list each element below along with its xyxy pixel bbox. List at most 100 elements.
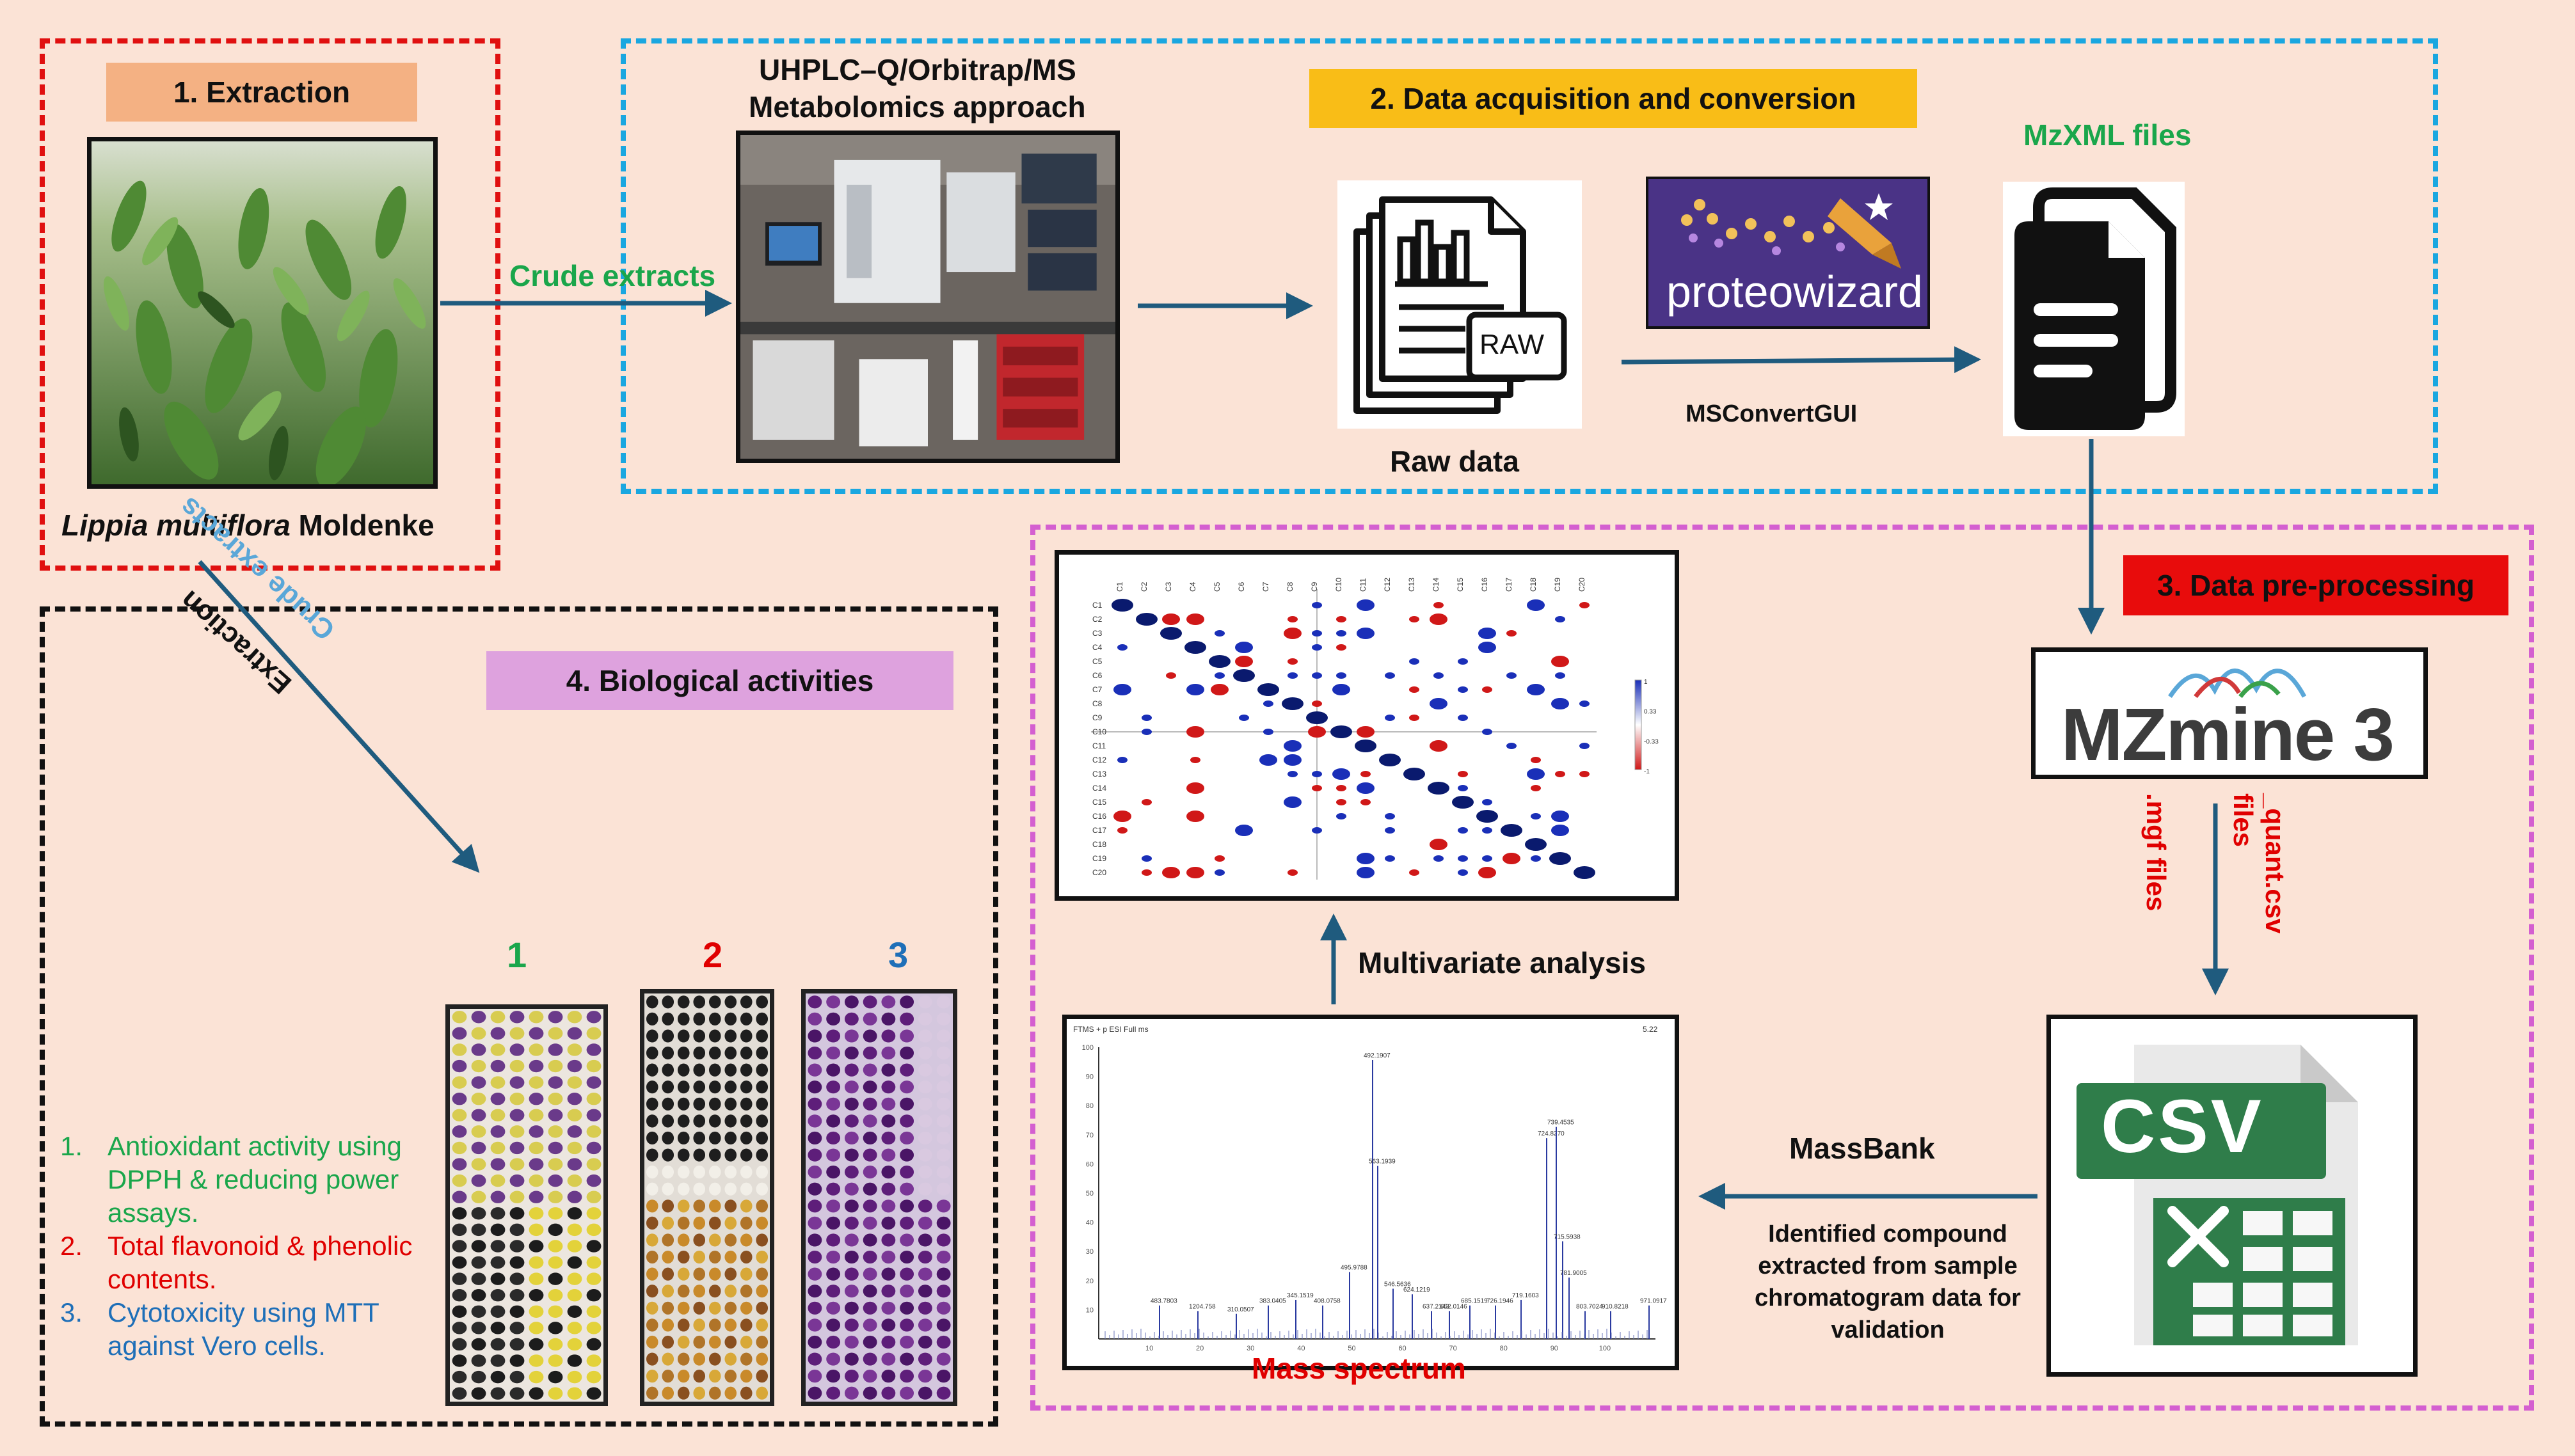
- plate-well: [567, 1011, 582, 1024]
- plate-well: [936, 1114, 951, 1128]
- plate-well: [471, 1092, 486, 1105]
- plate-well: [808, 1352, 822, 1366]
- plate-well: [677, 1335, 690, 1349]
- plate-well: [740, 995, 753, 1009]
- plate-well: [509, 1059, 525, 1073]
- corr-cell: [1288, 869, 1298, 876]
- plate-well: [646, 1285, 658, 1298]
- plate-well: [724, 1097, 737, 1111]
- plate-well: [936, 1267, 951, 1281]
- plate-well: [918, 1148, 932, 1162]
- corr-cell: [1166, 672, 1176, 679]
- plate-well: [881, 1250, 896, 1264]
- corr-cell: [1284, 628, 1302, 639]
- plate-well: [708, 1386, 721, 1400]
- plate-well: [586, 1027, 602, 1040]
- plate-well: [567, 1240, 582, 1253]
- plate-well: [529, 1141, 544, 1155]
- corr-cell: [1430, 613, 1447, 625]
- plant-photo: [87, 137, 438, 489]
- ms-peak-label: 739.4535: [1547, 1120, 1574, 1127]
- plate-well: [452, 1158, 467, 1171]
- plate-well: [452, 1043, 467, 1056]
- plate-well: [863, 1370, 877, 1383]
- plate-well: [900, 1029, 914, 1043]
- plate-well: [708, 1148, 721, 1162]
- plate-well: [708, 1182, 721, 1196]
- ms-peak-label: 310.0507: [1227, 1306, 1254, 1313]
- corr-cell: [1330, 725, 1352, 738]
- plate-well: [529, 1043, 544, 1056]
- plate-well: [808, 1080, 822, 1094]
- plate-well: [677, 1114, 690, 1128]
- plate-well: [662, 1370, 674, 1383]
- plate-well: [881, 1063, 896, 1077]
- plate-well: [646, 1370, 658, 1383]
- plate-well: [863, 1199, 877, 1213]
- plate-well: [900, 1285, 914, 1298]
- plate-well: [529, 1059, 544, 1073]
- plate-well: [756, 1216, 769, 1230]
- ms-y-tick: 40: [1086, 1219, 1094, 1227]
- plate-well: [471, 1370, 486, 1384]
- corr-cell: [1478, 867, 1496, 878]
- corr-cell: [1136, 613, 1158, 626]
- plate-well: [918, 1063, 932, 1077]
- plate-well: [740, 1233, 753, 1247]
- plate-well: [844, 1063, 859, 1077]
- plate-well: [452, 1011, 467, 1024]
- plate-well: [724, 1080, 737, 1094]
- plate-well: [452, 1387, 467, 1400]
- plate-well: [918, 1370, 932, 1383]
- corr-col-label: C18: [1529, 578, 1538, 592]
- corr-cell: [1112, 599, 1133, 612]
- plate-well: [529, 1125, 544, 1138]
- corr-cell: [1409, 658, 1419, 665]
- corr-cell: [1142, 855, 1152, 862]
- plate-well: [452, 1272, 467, 1285]
- plate-well: [844, 1301, 859, 1315]
- plate-well: [548, 1305, 563, 1318]
- plate-well: [471, 1338, 486, 1351]
- plate-well: [529, 1207, 544, 1220]
- corr-cell: [1385, 672, 1395, 679]
- plate-well: [646, 1386, 658, 1400]
- plate-well: [509, 1256, 525, 1269]
- plate-well: [548, 1125, 563, 1138]
- quant-csv-text: _quant.csv files: [2228, 793, 2290, 934]
- identified-line-2: extracted from sample: [1758, 1253, 2018, 1279]
- plate-well: [490, 1109, 506, 1122]
- plate-well: [756, 1166, 769, 1179]
- plate-well: [567, 1338, 582, 1351]
- corr-col-label: C6: [1237, 582, 1246, 592]
- plate-well: [936, 1097, 951, 1111]
- plate-well: [471, 1387, 486, 1400]
- plate-well: [844, 1386, 859, 1400]
- plate-well: [863, 1029, 877, 1043]
- corr-cell: [1531, 813, 1541, 819]
- corr-cell: [1357, 726, 1375, 738]
- corr-cell: [1409, 616, 1419, 622]
- plate-well: [677, 1063, 690, 1077]
- plate-well: [548, 1370, 563, 1384]
- plate-well: [586, 1240, 602, 1253]
- plate-well: [936, 1029, 951, 1043]
- corr-cell: [1403, 768, 1425, 780]
- plate-well: [529, 1305, 544, 1318]
- plate-well: [936, 1182, 951, 1196]
- plate-well: [844, 1114, 859, 1128]
- plate-well: [490, 1387, 506, 1400]
- plate-well: [548, 1043, 563, 1056]
- plant-name-italic: Lippia multiflora: [61, 509, 291, 542]
- plate-well: [756, 1131, 769, 1145]
- plate-well: [677, 1386, 690, 1400]
- corr-col-label: C2: [1140, 582, 1149, 592]
- plate-well: [662, 1301, 674, 1315]
- plate-well: [900, 1267, 914, 1281]
- plate-well: [490, 1322, 506, 1334]
- plate-well: [452, 1338, 467, 1351]
